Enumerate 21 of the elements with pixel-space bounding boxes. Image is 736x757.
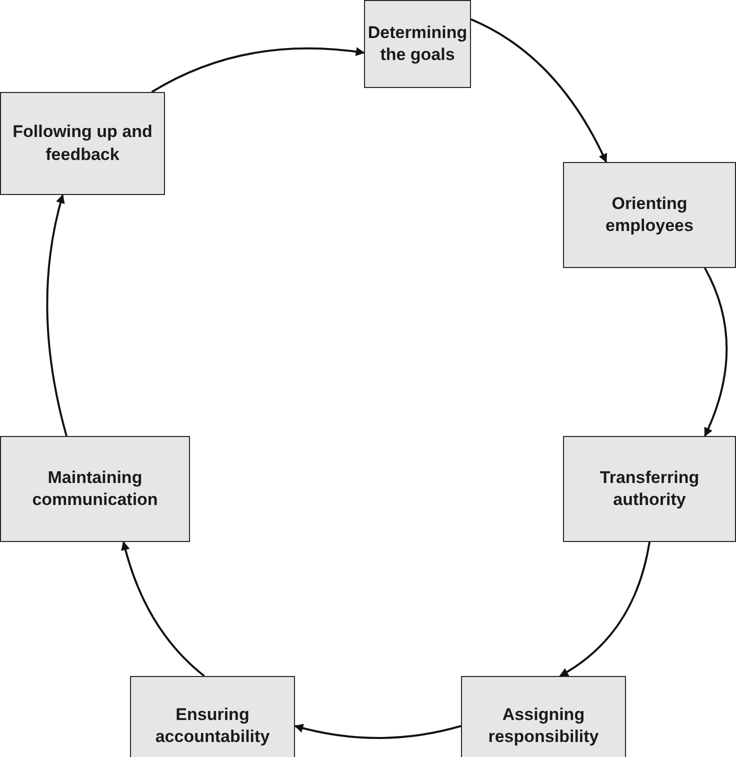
step-label: Determining the goals bbox=[368, 22, 468, 66]
arrow bbox=[46, 194, 68, 436]
step-box bbox=[563, 436, 736, 542]
step-label: Maintaining communication bbox=[31, 466, 159, 511]
step-label: Following up and feedback bbox=[12, 121, 154, 166]
step-box bbox=[130, 676, 295, 757]
step-label: Transferring authority bbox=[598, 466, 700, 511]
arrow bbox=[294, 724, 462, 739]
step-label: Assigning responsibility bbox=[487, 704, 600, 748]
arrow bbox=[704, 268, 728, 437]
step-box bbox=[0, 92, 165, 195]
arrow bbox=[151, 47, 365, 93]
arrow bbox=[121, 541, 205, 677]
step-box bbox=[461, 676, 626, 757]
step-label: Orienting employees bbox=[604, 192, 694, 237]
step-box bbox=[0, 436, 190, 542]
step-box bbox=[563, 162, 736, 268]
step-box bbox=[364, 0, 471, 88]
step-label: Ensuring accountability bbox=[154, 704, 271, 748]
arrow bbox=[559, 542, 650, 677]
arrow bbox=[470, 18, 608, 163]
